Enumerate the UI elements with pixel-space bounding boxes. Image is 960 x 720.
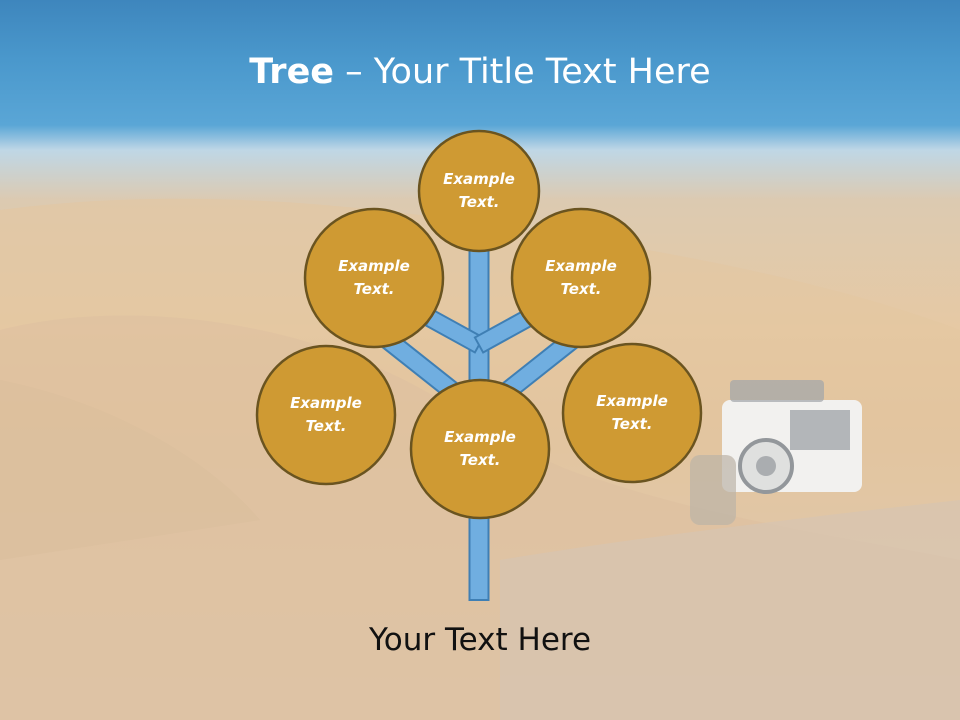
node-center-label: Example Text. xyxy=(444,428,516,469)
node-upper-left-circle xyxy=(303,207,445,349)
branch-upper-left xyxy=(424,309,485,354)
node-upper-right-circle xyxy=(510,207,652,349)
node-lower-left-label: Example Text. xyxy=(290,394,362,435)
caption-text: Your Text Here xyxy=(368,622,592,658)
title-rest: – Your Title Text Here xyxy=(334,52,711,92)
node-upper-left-label: Example Text. xyxy=(338,257,410,298)
vehicle-icon xyxy=(690,380,862,525)
tree-nodes xyxy=(255,129,703,520)
node-center-circle xyxy=(409,378,551,520)
node-top-label: Example Text. xyxy=(443,170,515,211)
node-lower-right-label: Example Text. xyxy=(596,392,668,433)
title-bold: Tree xyxy=(249,52,335,92)
node-lower-right-circle xyxy=(561,342,703,484)
node-top-circle xyxy=(417,129,541,253)
slide-title: Tree – Your Title Text Here xyxy=(0,52,960,92)
node-lower-left-circle xyxy=(255,344,397,486)
node-upper-right-label: Example Text. xyxy=(545,257,617,298)
